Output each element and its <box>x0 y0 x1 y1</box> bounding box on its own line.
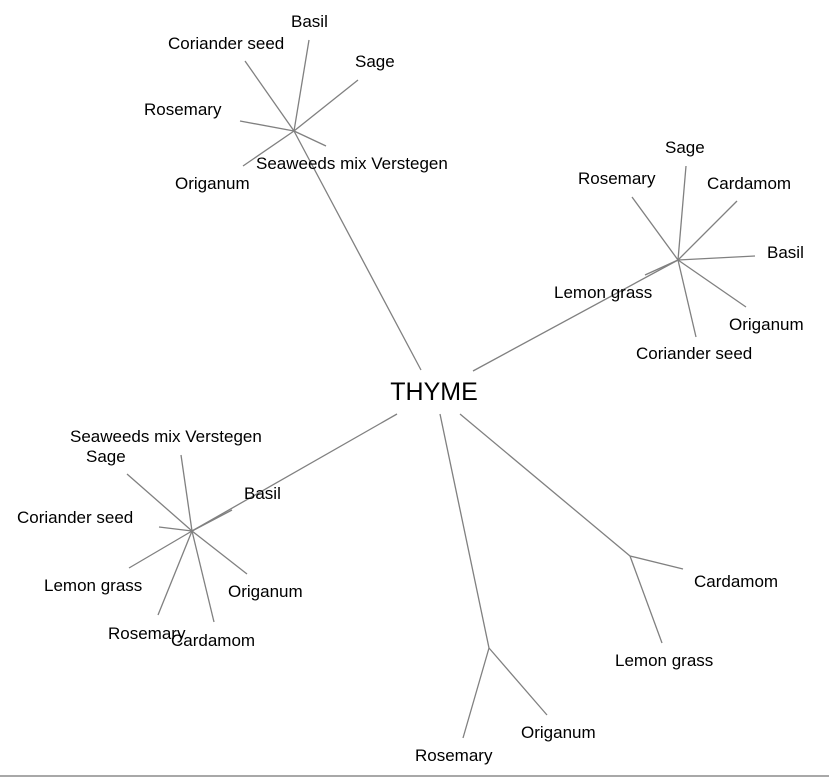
leaf-label-right: Coriander seed <box>636 344 752 363</box>
leaf-label-bottom: Rosemary <box>415 746 493 765</box>
edge-bottom-leaf <box>488 647 548 716</box>
leaf-label-left: Seaweeds mix Verstegen <box>70 427 262 446</box>
edge-top-leaf <box>244 60 295 132</box>
edge-bottom-leaf <box>462 647 490 739</box>
leaf-label-top: Sage <box>355 52 395 71</box>
edge-left-leaf <box>158 526 193 532</box>
leaf-label-top: Origanum <box>175 174 250 193</box>
edge-top-leaf <box>293 79 359 132</box>
edge-top-leaf <box>293 130 327 147</box>
leaf-label-left: Coriander seed <box>17 508 133 527</box>
edge-left-leaf <box>157 530 193 616</box>
leaf-label-left: Origanum <box>228 582 303 601</box>
edge-top-leaf <box>239 120 295 132</box>
edge-top-leaf <box>242 130 295 167</box>
leaf-label-right: Lemon grass <box>554 283 652 302</box>
bottom-border <box>0 775 829 777</box>
leaf-label-left: Sage <box>86 447 126 466</box>
leaf-label-left: Basil <box>244 484 281 503</box>
leaf-label-left: Cardamom <box>171 631 255 650</box>
edge-left-leaf <box>191 530 248 575</box>
edge-right-leaf <box>677 255 756 261</box>
edge-right-leaf <box>677 259 747 308</box>
edge-root-to-bottom-right <box>459 413 631 557</box>
edge-left-leaf <box>180 454 193 532</box>
leaf-label-right: Sage <box>665 138 705 157</box>
edge-right-leaf <box>644 259 679 276</box>
leaf-label-right: Basil <box>767 243 804 262</box>
edge-left-leaf <box>191 509 233 532</box>
leaf-label-left: Rosemary <box>108 624 186 643</box>
leaf-label-right: Rosemary <box>578 169 656 188</box>
edge-root-to-bottom <box>439 413 490 649</box>
leaf-label-bottom-right: Lemon grass <box>615 651 713 670</box>
leaf-label-right: Origanum <box>729 315 804 334</box>
leaf-label-top: Basil <box>291 12 328 31</box>
edge-root-to-right <box>472 259 679 372</box>
edge-root-to-top <box>293 130 422 371</box>
leaf-label-top: Seaweeds mix Verstegen <box>256 154 448 173</box>
edge-bottom-right-leaf <box>629 555 684 570</box>
leaf-label-left: Lemon grass <box>44 576 142 595</box>
edge-right-leaf <box>677 259 697 338</box>
leaf-label-top: Coriander seed <box>168 34 284 53</box>
root-node-label: THYME <box>390 378 478 406</box>
edge-bottom-right-leaf <box>629 555 663 644</box>
edge-right-leaf <box>677 200 738 261</box>
leaf-label-right: Cardamom <box>707 174 791 193</box>
edge-right-leaf <box>677 165 687 261</box>
edge-right-leaf <box>631 196 679 261</box>
edge-root-to-left <box>191 413 398 532</box>
edge-top-leaf <box>293 39 310 132</box>
leaf-label-top: Rosemary <box>144 100 222 119</box>
leaf-label-bottom: Origanum <box>521 723 596 742</box>
leaf-label-bottom-right: Cardamom <box>694 572 778 591</box>
edge-left-leaf <box>126 473 193 532</box>
edge-left-leaf <box>128 530 193 569</box>
edge-left-leaf <box>191 530 215 623</box>
